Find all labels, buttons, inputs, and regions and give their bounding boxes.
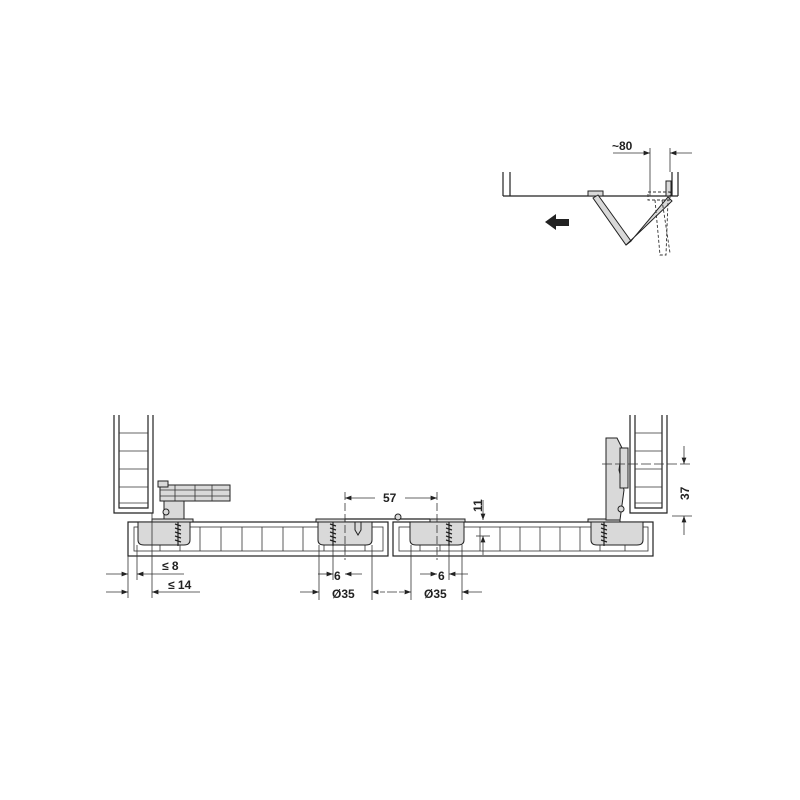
folding-door-left-panel (592, 194, 632, 246)
arrow-left-icon (545, 214, 569, 230)
dimension-arm-height-label: 37 (678, 486, 692, 500)
stop-block (665, 180, 672, 197)
dimension-overlay-max-label: ≤ 8 (162, 559, 179, 573)
dimension-hinge-distance-label: 57 (383, 491, 397, 505)
pivot-pin (394, 513, 402, 521)
left-cabinet-side (113, 415, 154, 514)
screws (174, 521, 608, 546)
installation-view-diagram: 57 11 37 ≤ 8 ≤ 14 6 Ø35 (106, 415, 692, 601)
dimension-opening-label: ~80 (612, 139, 633, 153)
door-ghost-position (647, 191, 671, 256)
dimension-gap-max-label: ≤ 14 (168, 578, 192, 592)
right-cup-diameter-label: Ø35 (424, 587, 447, 601)
right-hinge-arm (605, 437, 629, 521)
hinge-cup (409, 521, 465, 546)
right-cup-edge-distance-label: 6 (438, 569, 445, 583)
top-view-diagram: ~80 (502, 139, 692, 256)
hinge-cup (137, 521, 191, 546)
cabinet-walls (502, 172, 679, 196)
left-cup-diameter-label: Ø35 (332, 587, 355, 601)
hinge-block (587, 190, 604, 197)
hinge-cup (590, 521, 644, 546)
left-hinge-arm (157, 480, 231, 520)
left-cup-edge-distance-label: 6 (334, 569, 341, 583)
dimension-cup-depth-label: 11 (471, 499, 485, 512)
